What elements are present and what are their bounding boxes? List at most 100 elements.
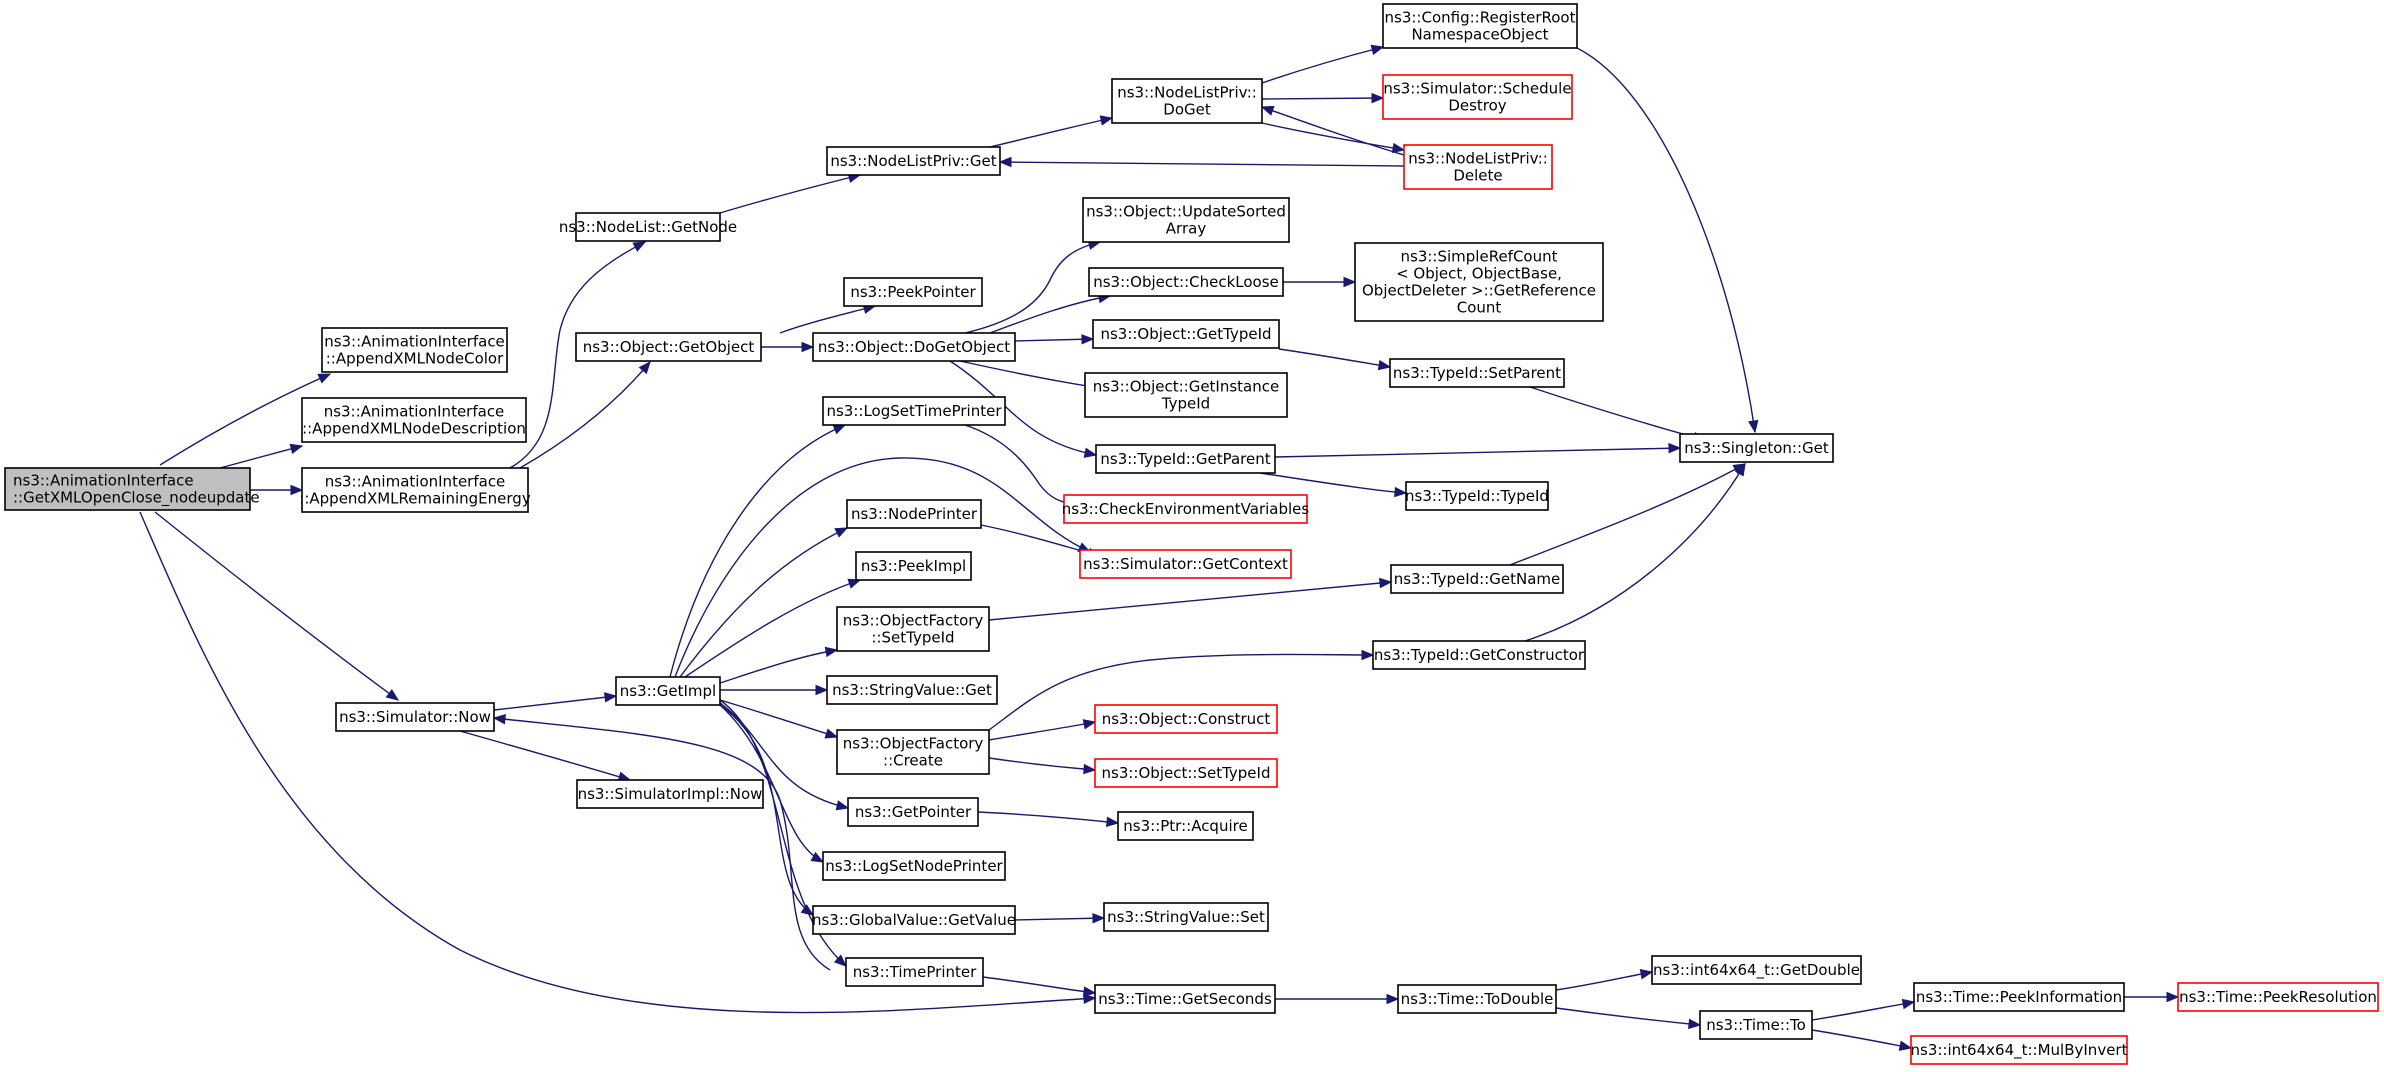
node-getPointer[interactable]: ns3::GetPointer <box>847 797 979 827</box>
node-strValGet[interactable]: ns3::StringValue::Get <box>826 675 998 705</box>
node-box[interactable] <box>812 905 1016 935</box>
node-nlpDoGet[interactable]: ns3::NodeListPriv::DoGet <box>1111 78 1263 124</box>
node-box[interactable] <box>1095 444 1276 474</box>
node-objConstruct[interactable]: ns3::Object::Construct <box>1094 704 1278 734</box>
node-box[interactable] <box>1913 982 2125 1012</box>
node-box[interactable] <box>301 397 527 443</box>
node-box[interactable] <box>1079 549 1292 579</box>
node-appendEnergy[interactable]: ns3::AnimationInterface::AppendXMLRemain… <box>299 467 531 513</box>
node-tidGetName[interactable]: ns3::TypeId::GetName <box>1390 564 1564 594</box>
node-box[interactable] <box>335 702 495 732</box>
node-box[interactable] <box>1094 984 1276 1014</box>
node-logSetNodePrinter[interactable]: ns3::LogSetNodePrinter <box>822 851 1006 881</box>
node-timeToDouble[interactable]: ns3::Time::ToDouble <box>1397 984 1557 1014</box>
node-box[interactable] <box>1084 372 1288 418</box>
node-box[interactable] <box>4 467 251 511</box>
node-box[interactable] <box>1094 758 1278 788</box>
node-box[interactable] <box>575 212 721 242</box>
node-appendColor[interactable]: ns3::AnimationInterface::AppendXMLNodeCo… <box>321 327 508 373</box>
node-timePrinter[interactable]: ns3::TimePrinter <box>845 957 984 987</box>
node-box[interactable] <box>575 332 762 362</box>
node-box[interactable] <box>1103 902 1269 932</box>
node-timeTo[interactable]: ns3::Time::To <box>1699 1010 1813 1040</box>
node-box[interactable] <box>1699 1010 1813 1040</box>
node-box[interactable] <box>843 277 983 307</box>
node-box[interactable] <box>822 851 1006 881</box>
node-peekPointer[interactable]: ns3::PeekPointer <box>843 277 983 307</box>
node-peekImpl[interactable]: ns3::PeekImpl <box>855 551 972 581</box>
node-nodePrinter[interactable]: ns3::NodePrinter <box>846 499 982 529</box>
node-objGetObject[interactable]: ns3::Object::GetObject <box>575 332 762 362</box>
node-box[interactable] <box>826 675 998 705</box>
node-box[interactable] <box>846 499 982 529</box>
node-getImpl[interactable]: ns3::GetImpl <box>615 676 721 706</box>
node-box[interactable] <box>1403 144 1553 190</box>
node-appendDesc[interactable]: ns3::AnimationInterface::AppendXMLNodeDe… <box>301 397 527 443</box>
node-tidSetParent[interactable]: ns3::TypeId::SetParent <box>1389 358 1565 388</box>
node-box[interactable] <box>1372 640 1586 670</box>
node-box[interactable] <box>1382 3 1578 49</box>
node-box[interactable] <box>321 327 508 373</box>
node-box[interactable] <box>1354 242 1604 322</box>
node-nlpDelete[interactable]: ns3::NodeListPriv::Delete <box>1403 144 1553 190</box>
node-timePeekRes[interactable]: ns3::Time::PeekResolution <box>2177 982 2379 1012</box>
node-tidTypeId[interactable]: ns3::TypeId::TypeId <box>1405 481 1549 511</box>
node-tidGetParent[interactable]: ns3::TypeId::GetParent <box>1095 444 1276 474</box>
node-box[interactable] <box>845 957 984 987</box>
node-singletonGet[interactable]: ns3::Singleton::Get <box>1679 433 1834 463</box>
node-box[interactable] <box>836 606 990 652</box>
node-box[interactable] <box>1397 984 1557 1014</box>
node-nodeListGetNode[interactable]: ns3::NodeList::GetNode <box>559 212 737 242</box>
node-gvGetValue[interactable]: ns3::GlobalValue::GetValue <box>812 905 1016 935</box>
node-box[interactable] <box>1405 481 1549 511</box>
node-box[interactable] <box>1679 433 1834 463</box>
node-timePeekInfo[interactable]: ns3::Time::PeekInformation <box>1913 982 2125 1012</box>
node-box[interactable] <box>1390 564 1564 594</box>
node-nlpGet[interactable]: ns3::NodeListPriv::Get <box>826 146 1001 176</box>
node-box[interactable] <box>1092 319 1280 349</box>
node-ofCreate[interactable]: ns3::ObjectFactory::Create <box>836 729 990 775</box>
node-i64GetDouble[interactable]: ns3::int64x64_t::GetDouble <box>1651 955 1862 985</box>
node-box[interactable] <box>855 551 972 581</box>
node-objSetTypeId[interactable]: ns3::Object::SetTypeId <box>1094 758 1278 788</box>
node-box[interactable] <box>1910 1035 2128 1065</box>
node-box[interactable] <box>1389 358 1565 388</box>
node-timeGetSeconds[interactable]: ns3::Time::GetSeconds <box>1094 984 1276 1014</box>
node-box[interactable] <box>826 146 1001 176</box>
node-tidGetConstructor[interactable]: ns3::TypeId::GetConstructor <box>1372 640 1586 670</box>
node-box[interactable] <box>1082 197 1290 243</box>
node-box[interactable] <box>2177 982 2379 1012</box>
node-ofSetTypeId[interactable]: ns3::ObjectFactory::SetTypeId <box>836 606 990 652</box>
node-box[interactable] <box>822 396 1006 426</box>
node-doGetObject[interactable]: ns3::Object::DoGetObject <box>812 332 1016 362</box>
node-box[interactable] <box>1094 704 1278 734</box>
node-box[interactable] <box>847 797 979 827</box>
node-simNow[interactable]: ns3::Simulator::Now <box>335 702 495 732</box>
node-checkLoose[interactable]: ns3::Object::CheckLoose <box>1088 267 1284 297</box>
node-box[interactable] <box>1088 267 1284 297</box>
node-box[interactable] <box>1117 811 1254 841</box>
node-i64MulByInvert[interactable]: ns3::int64x64_t::MulByInvert <box>1910 1035 2128 1065</box>
node-ptrAcquire[interactable]: ns3::Ptr::Acquire <box>1117 811 1254 841</box>
node-objGetTypeId[interactable]: ns3::Object::GetTypeId <box>1092 319 1280 349</box>
node-box[interactable] <box>301 467 529 513</box>
node-box[interactable] <box>1111 78 1263 124</box>
node-box[interactable] <box>1063 494 1308 524</box>
node-simImplNow[interactable]: ns3::SimulatorImpl::Now <box>576 779 764 809</box>
node-box[interactable] <box>615 676 721 706</box>
node-simpleRefCount[interactable]: ns3::SimpleRefCount< Object, ObjectBase,… <box>1354 242 1604 322</box>
node-box[interactable] <box>1382 74 1573 120</box>
node-box[interactable] <box>836 729 990 775</box>
node-root[interactable]: ns3::AnimationInterface::GetXMLOpenClose… <box>4 467 260 511</box>
node-box[interactable] <box>1651 955 1862 985</box>
node-logSetTimePrinter[interactable]: ns3::LogSetTimePrinter <box>822 396 1006 426</box>
node-box[interactable] <box>576 779 764 809</box>
node-checkEnv[interactable]: ns3::CheckEnvironmentVariables <box>1062 494 1310 524</box>
node-box[interactable] <box>812 332 1016 362</box>
node-simGetContext[interactable]: ns3::Simulator::GetContext <box>1079 549 1292 579</box>
node-strValSet[interactable]: ns3::StringValue::Set <box>1103 902 1269 932</box>
